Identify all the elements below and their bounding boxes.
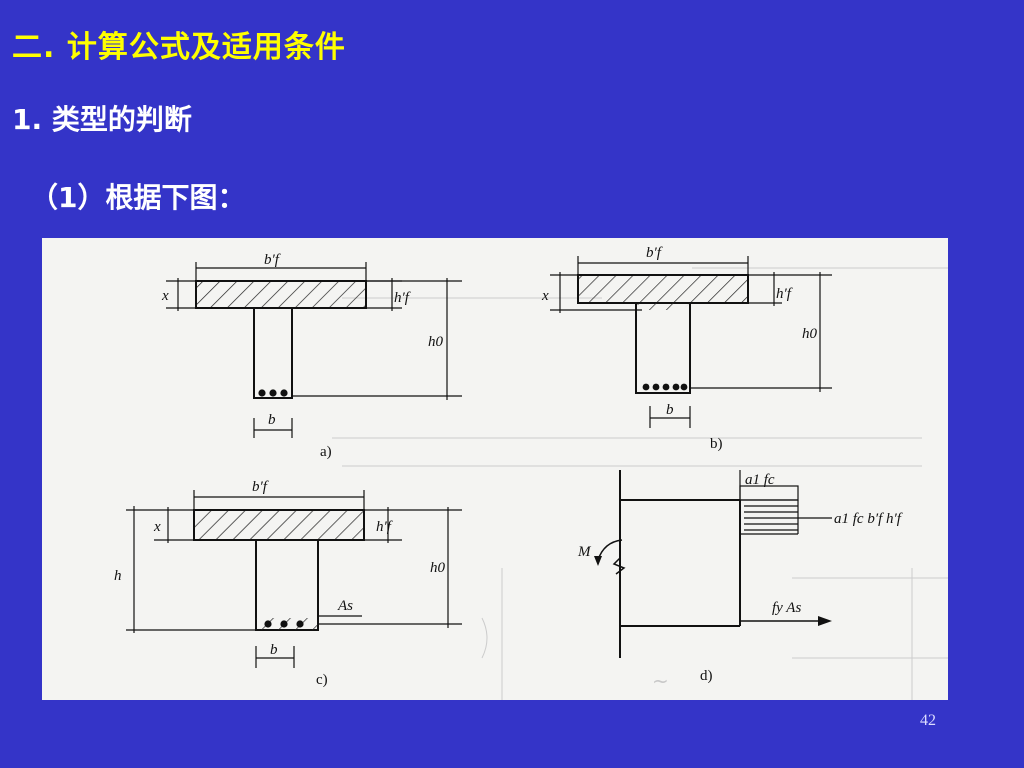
label-d-stress: a1 fc [745,472,775,488]
caption-d: d) [700,668,713,684]
label-c-steel-area: As [337,598,353,614]
label-b-x: x [541,288,549,304]
label-d-compression-force: a1 fc b′f h′f [834,511,903,527]
page-number: 42 [920,712,936,729]
t-beam-diagram: ~ [114,245,948,700]
label-a-web-width: b [268,412,276,428]
label-c-effective-depth: h0 [430,560,446,576]
label-b-effective-depth: h0 [802,326,818,342]
label-a-flange-width: b′f [264,252,281,268]
t-beam-diagram-figure: ~ [42,238,948,700]
label-c-web-width: b [270,642,278,658]
background-bleed-text: ~ [652,669,669,693]
label-a-flange-thickness: h′f [394,290,411,306]
label-d-moment: M [577,544,592,560]
caption-c: c) [316,672,328,688]
caption-a: a) [320,444,332,460]
slide-title: 二. 计算公式及适用条件 [12,30,346,65]
svg-text:~: ~ [652,669,669,693]
label-b-web-width: b [666,402,674,418]
background-bleed-lines [332,267,948,700]
label-b-flange-width: b′f [646,245,663,261]
label-a-x: x [161,288,169,304]
caption-b: b) [710,436,723,452]
label-c-flange-width: b′f [252,479,269,495]
subsection-heading: （1）根据下图： [30,181,246,214]
section-heading: 1. 类型的判断 [12,103,192,136]
label-c-x: x [153,519,161,535]
label-d-tension-force: fy As [772,600,801,616]
diagram-b [550,256,832,428]
label-b-flange-thickness: h′f [776,286,793,302]
diagram-c [126,490,462,668]
diagram-a [166,262,462,438]
label-a-effective-depth: h0 [428,334,444,350]
diagram-d [594,470,832,658]
label-c-flange-thickness: h′f [376,519,393,535]
label-c-total-height: h [114,568,122,584]
